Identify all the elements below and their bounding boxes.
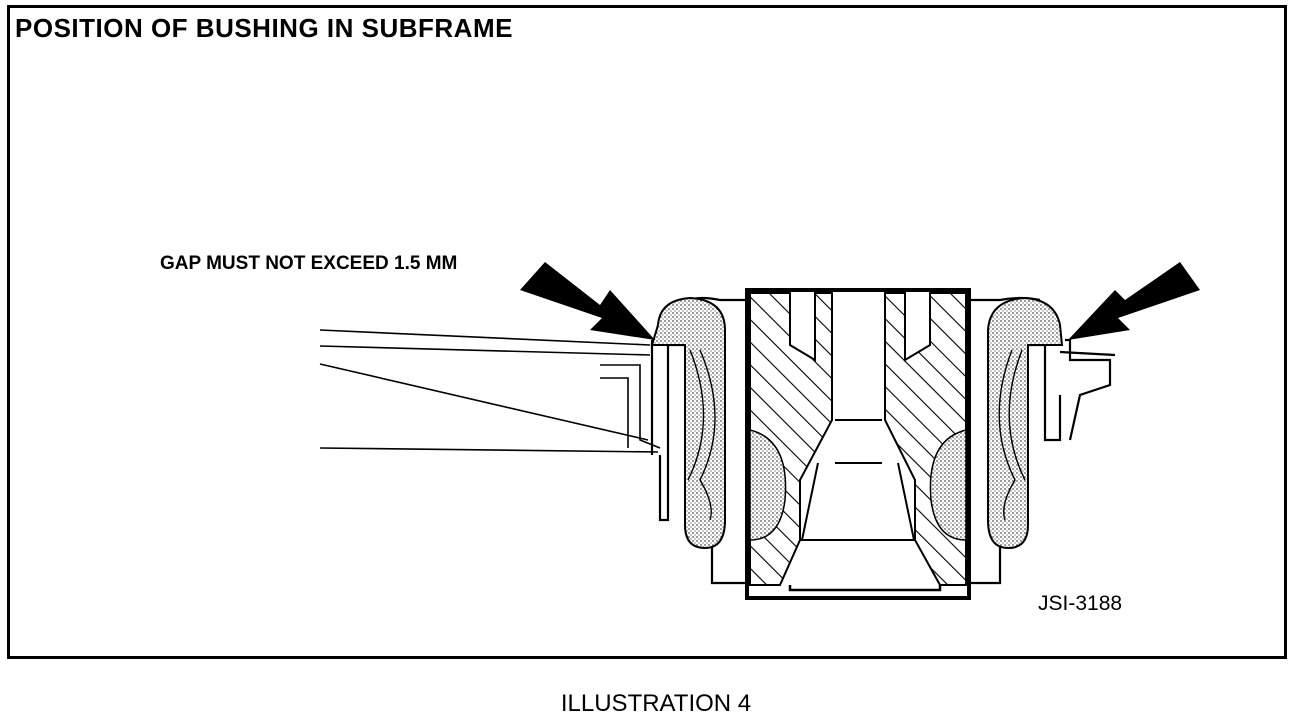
figure-id: JSI-3188 — [1038, 592, 1123, 615]
left-rubber-element — [650, 296, 726, 550]
right-rubber-element — [987, 296, 1064, 550]
right-gap-arrow-icon — [1068, 262, 1200, 340]
figure-frame — [7, 5, 1287, 659]
bushing-body — [745, 288, 971, 600]
figure-title: POSITION OF BUSHING IN SUBFRAME — [15, 13, 513, 43]
gap-callout-label: GAP MUST NOT EXCEED 1.5 MM — [160, 253, 458, 274]
left-gap-arrow-icon — [520, 262, 655, 340]
subframe-arm — [319, 329, 661, 453]
illustration-caption: ILLUSTRATION 4 — [560, 690, 752, 717]
